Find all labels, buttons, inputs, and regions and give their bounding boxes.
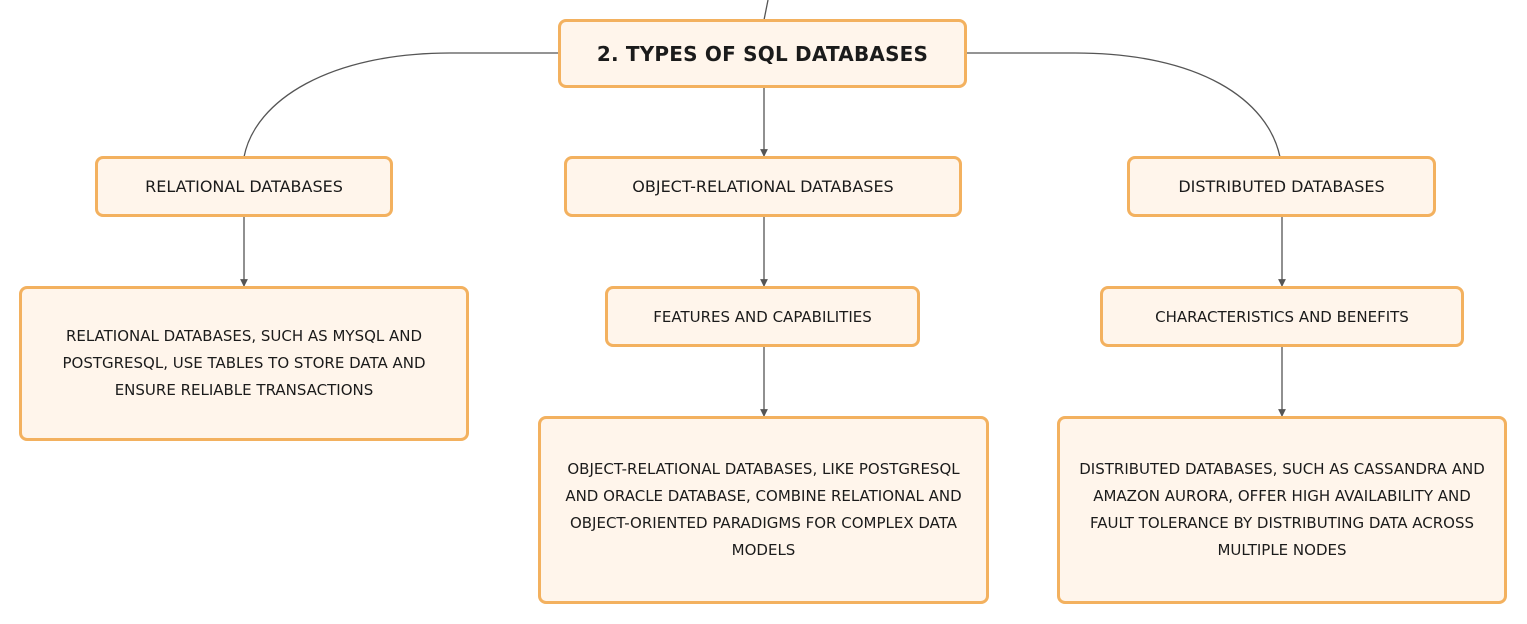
relational-databases-label: RELATIONAL DATABASES (145, 177, 343, 196)
distributed-databases-label: DISTRIBUTED DATABASES (1178, 177, 1385, 196)
root-node[interactable]: 2. TYPES OF SQL DATABASES (558, 19, 967, 88)
distributed-description-text: DISTRIBUTED DATABASES, SUCH AS CASSANDRA… (1079, 460, 1485, 559)
object-relational-databases-node[interactable]: OBJECT-RELATIONAL DATABASES (564, 156, 962, 217)
distributed-databases-node[interactable]: DISTRIBUTED DATABASES (1127, 156, 1436, 217)
relational-description-node[interactable]: RELATIONAL DATABASES, SUCH AS MYSQL AND … (19, 286, 469, 441)
object-relational-description-node[interactable]: OBJECT-RELATIONAL DATABASES, LIKE POSTGR… (538, 416, 989, 604)
object-relational-description-text: OBJECT-RELATIONAL DATABASES, LIKE POSTGR… (565, 460, 962, 559)
connector-root-to-distributed (967, 52, 1281, 158)
relational-databases-node[interactable]: RELATIONAL DATABASES (95, 156, 393, 217)
connector-root-to-relational (243, 52, 558, 158)
features-capabilities-node[interactable]: FEATURES AND CAPABILITIES (605, 286, 920, 347)
root-title: 2. TYPES OF SQL DATABASES (596, 41, 929, 66)
relational-description-text: RELATIONAL DATABASES, SUCH AS MYSQL AND … (62, 327, 426, 399)
object-relational-databases-label: OBJECT-RELATIONAL DATABASES (632, 177, 894, 196)
characteristics-benefits-node[interactable]: CHARACTERISTICS AND BENEFITS (1100, 286, 1464, 347)
characteristics-benefits-label: CHARACTERISTICS AND BENEFITS (1155, 307, 1409, 326)
connector-incoming (763, 0, 769, 21)
features-capabilities-label: FEATURES AND CAPABILITIES (653, 307, 872, 326)
distributed-description-node[interactable]: DISTRIBUTED DATABASES, SUCH AS CASSANDRA… (1057, 416, 1507, 604)
